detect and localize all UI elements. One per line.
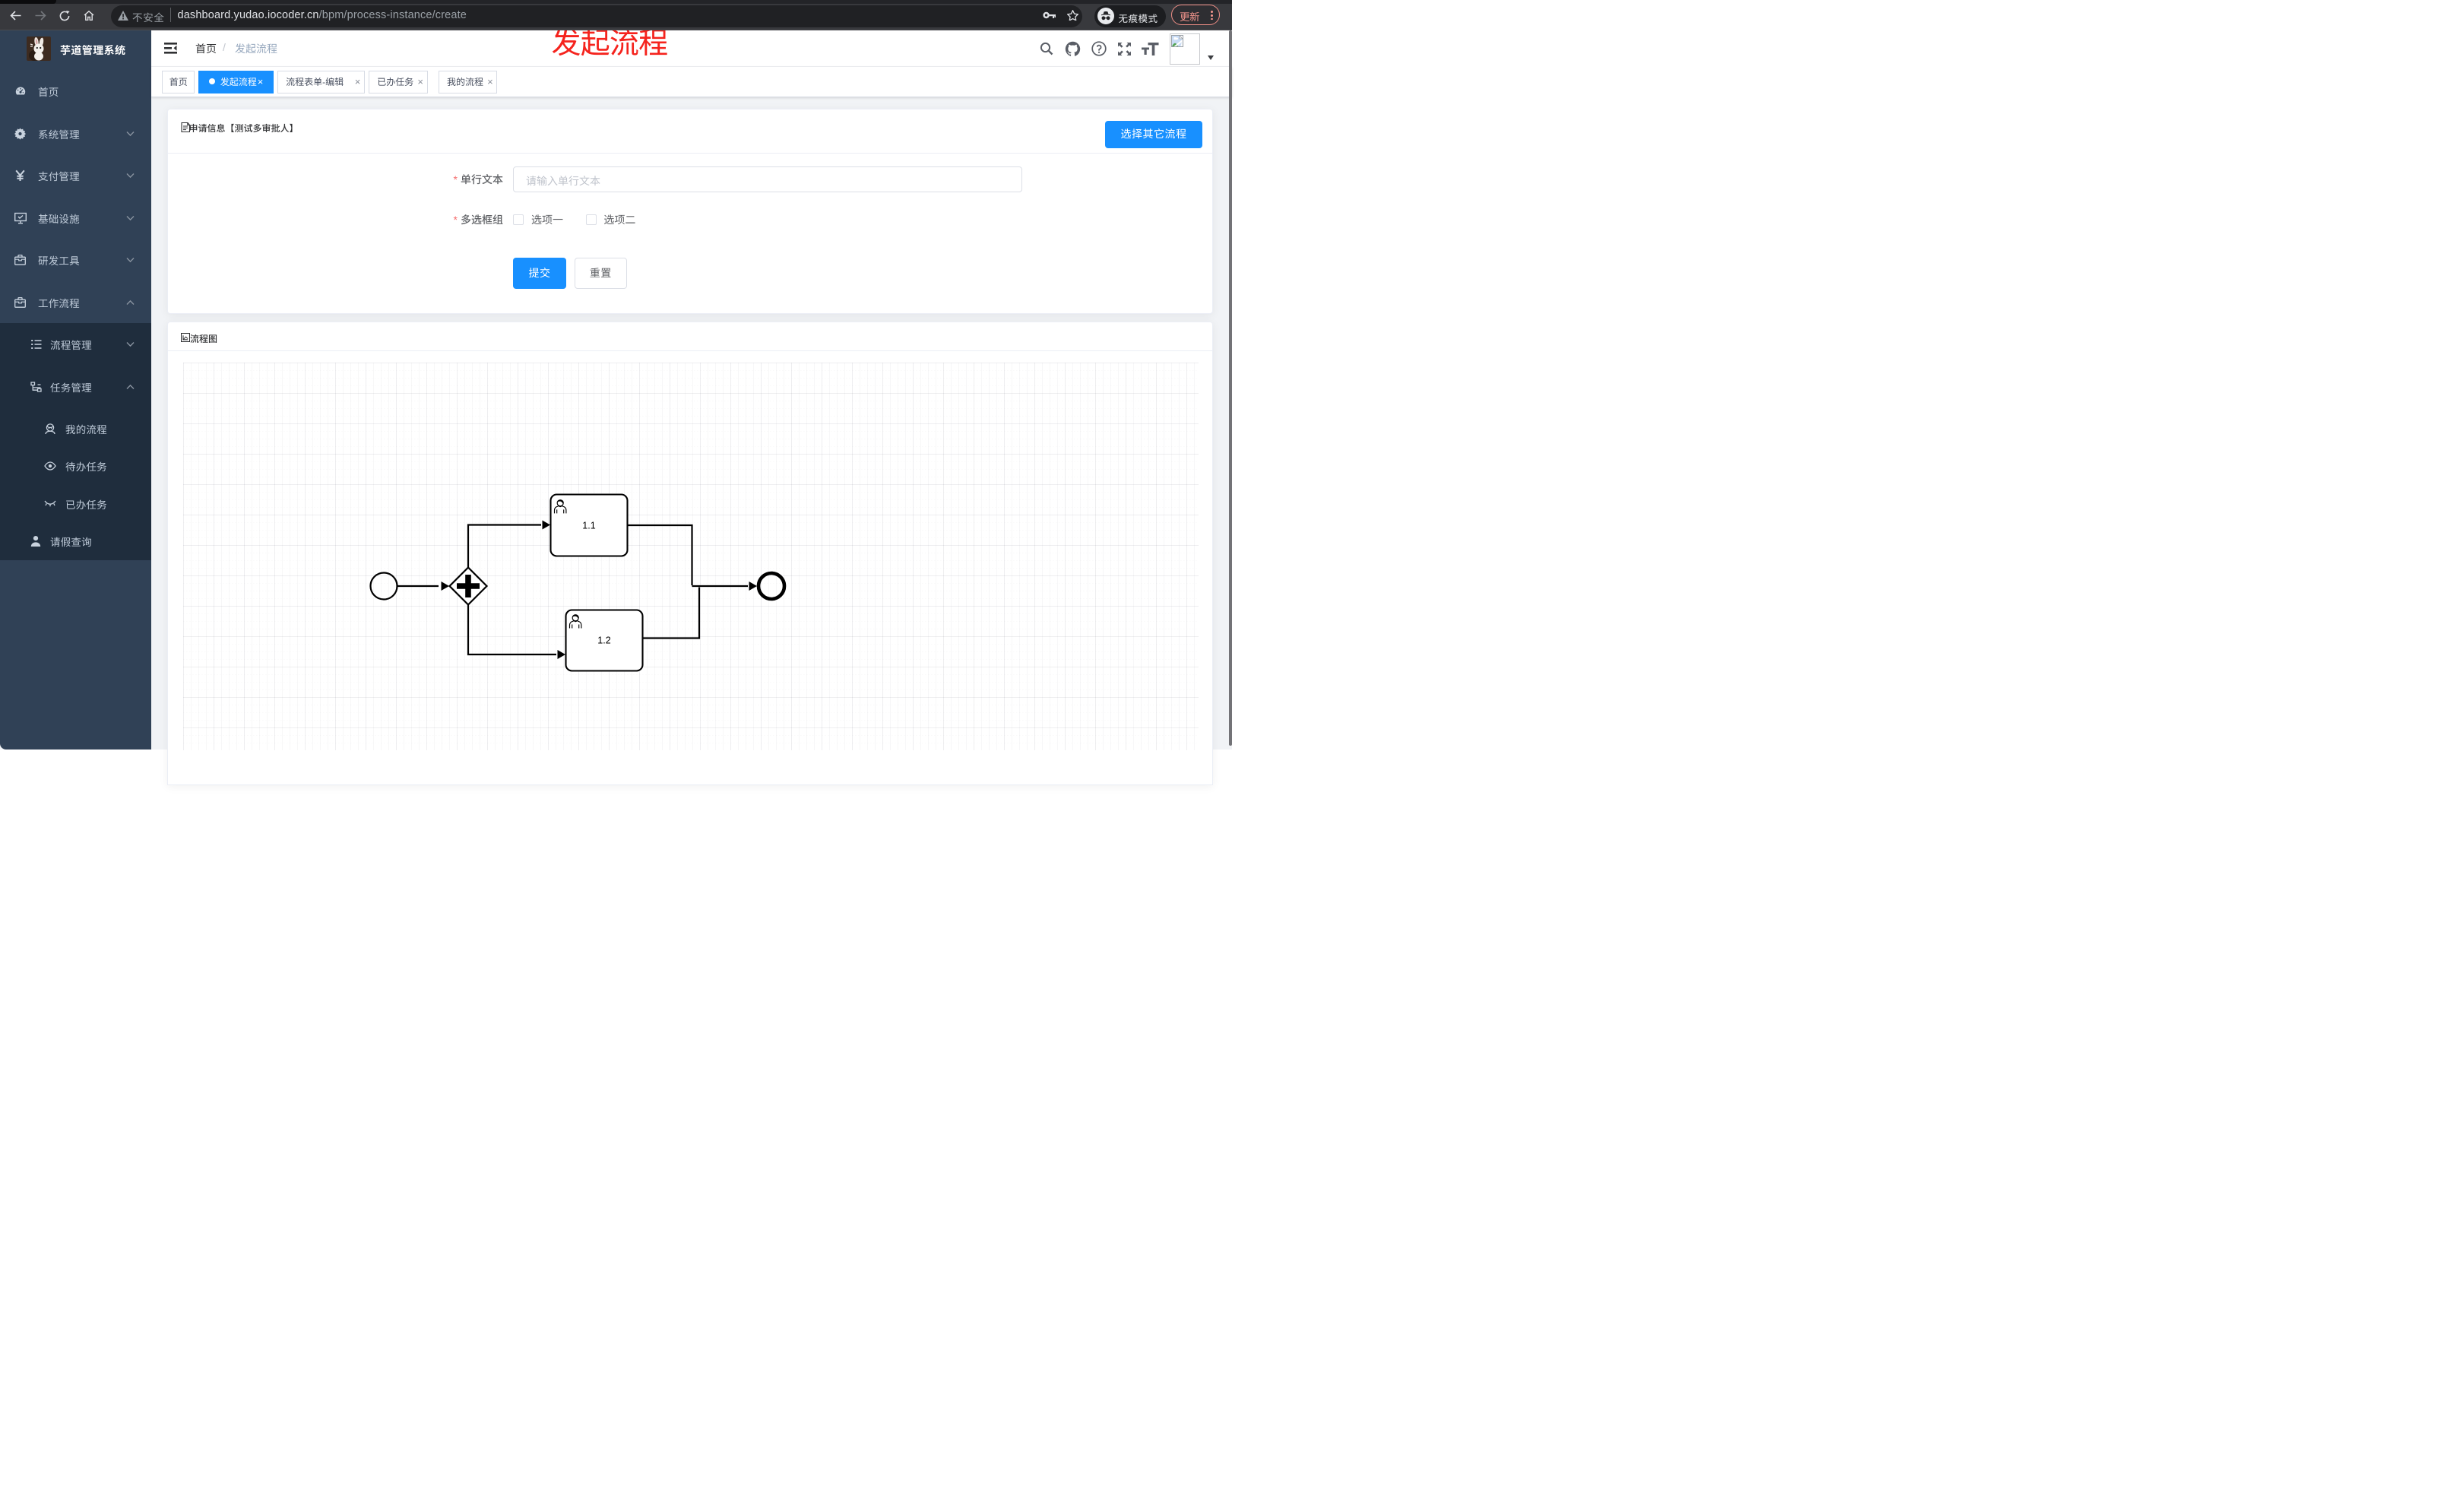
svg-text:1.2: 1.2 <box>597 635 610 646</box>
svg-text:1.1: 1.1 <box>582 521 595 531</box>
